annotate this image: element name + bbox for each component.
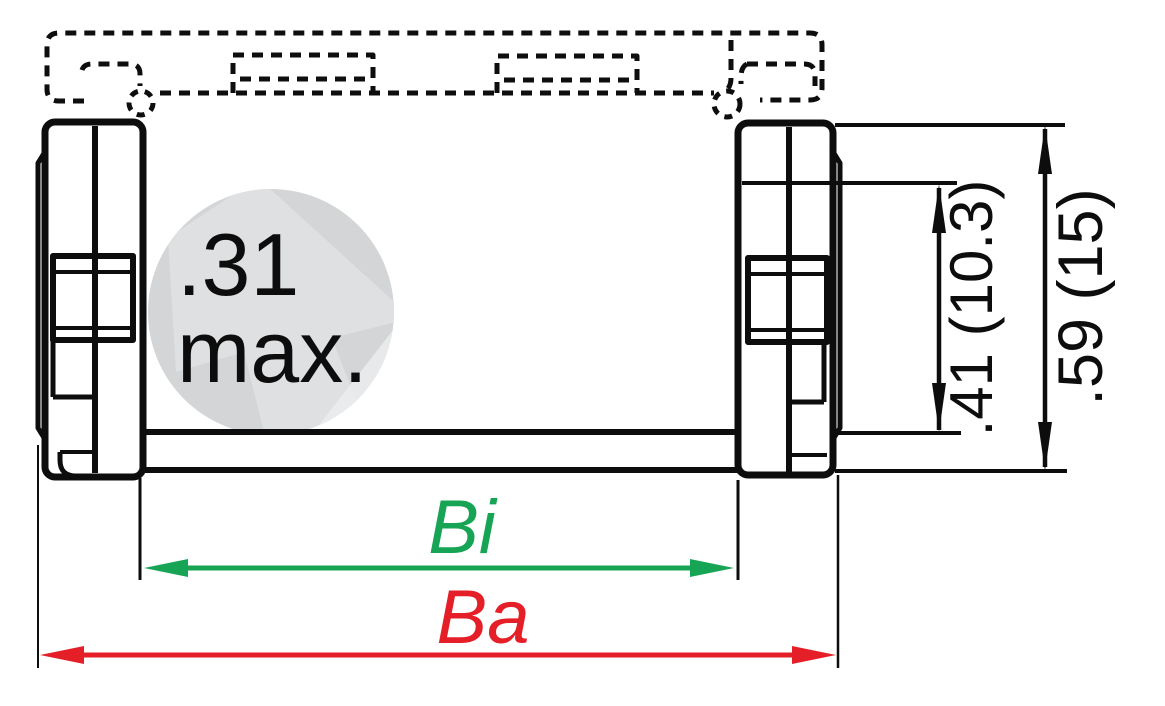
pin-dim-value-text: .31 — [177, 215, 299, 314]
pin-dim-max-text: max. — [177, 302, 368, 401]
crossbar-ghost — [44, 30, 825, 120]
dim-outer-height-label: .59 (15) — [1046, 188, 1116, 405]
side-link-left — [35, 118, 147, 481]
dim-inner-width-arrowhead-right — [690, 559, 734, 577]
dim-outer-width-arrowhead-right — [792, 646, 836, 664]
ghost-grip-right — [494, 53, 640, 93]
left-link-latch-tab — [50, 253, 136, 343]
dim-outer-height-arrowhead-down — [1038, 422, 1052, 471]
dim-outer-width-arrowhead-left — [40, 646, 84, 664]
ghost-grip-left — [230, 52, 376, 93]
ghost-left-hinge-curl — [126, 88, 156, 118]
ghost-left-lip — [79, 61, 143, 86]
ghost-right-lip — [747, 61, 818, 86]
ghost-right-lip-edge — [738, 61, 749, 84]
dim-outer-height: .59 (15) — [835, 123, 1116, 473]
dim-inner-width-arrowhead-left — [144, 559, 188, 577]
dim-inner-height-label: .41 (10.3) — [938, 180, 1005, 437]
right-link-latch-tab — [745, 255, 830, 345]
dim-outer-width: Ba — [37, 445, 840, 668]
bottom-crossbar — [143, 429, 738, 473]
dim-outer-width-label: Ba — [437, 575, 530, 660]
dim-inner-height-arrowhead-up — [932, 184, 946, 233]
dim-inner-width-label: Bi — [428, 485, 498, 570]
ghost-outline — [44, 30, 825, 104]
dim-inner-height: .41 (10.3) — [742, 180, 1005, 437]
dim-inner-height-arrowhead-down — [932, 383, 946, 432]
left-link-outline — [41, 118, 147, 481]
right-link-outline — [734, 119, 837, 479]
left-link-bottom-corner — [57, 452, 77, 479]
ghost-right-inner — [722, 40, 734, 95]
left-link-outer-profile — [35, 148, 49, 443]
dim-outer-height-arrowhead-up — [1038, 125, 1052, 174]
ghost-right-hinge-curl — [711, 88, 743, 120]
side-link-right — [734, 119, 843, 479]
dim-inner-width: Bi — [138, 478, 740, 580]
